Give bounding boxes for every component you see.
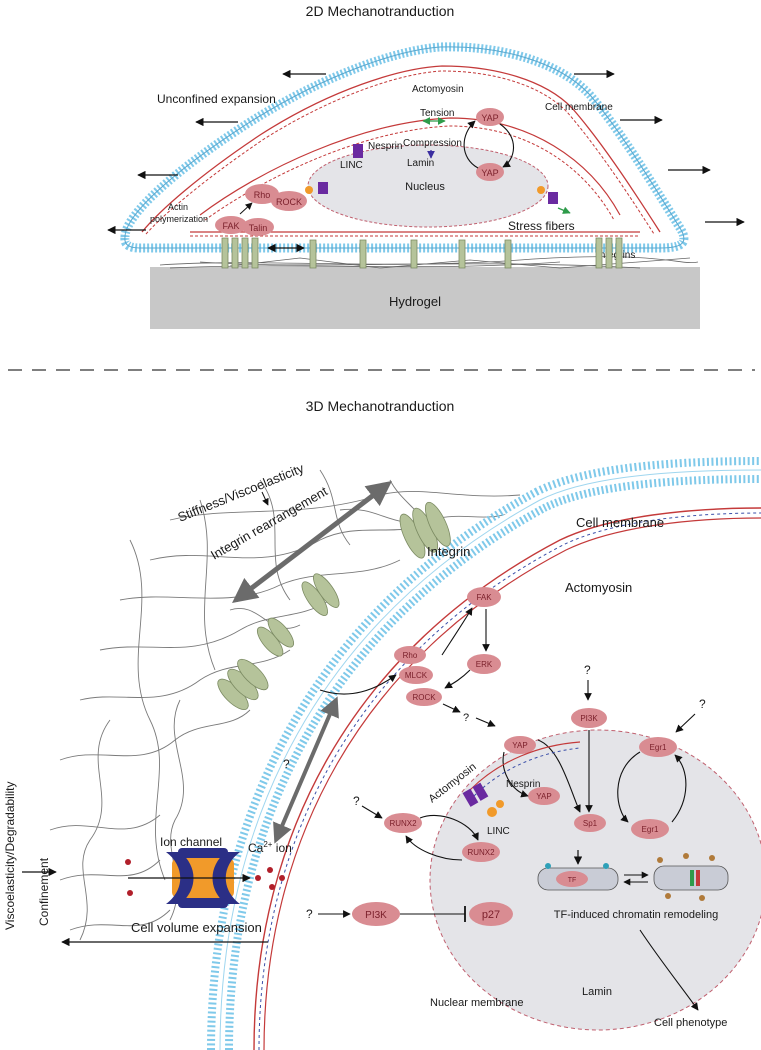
talin-2d (242, 218, 274, 236)
cell-membrane-label-3d: Cell membrane (576, 515, 664, 530)
actin-label: Actin (168, 202, 188, 212)
mlck-3d-label: MLCK (405, 671, 428, 680)
pi3k-bottom (352, 902, 400, 926)
sp1-label: Sp1 (583, 819, 598, 828)
calcium-ions (125, 859, 285, 896)
yap-bottom-2d-label: YAP (481, 168, 498, 178)
lamin-label-2d: Lamin (407, 158, 434, 169)
integrins-2d (221, 237, 623, 269)
ion-channel-label: Ion channel (160, 835, 222, 849)
yap-top-2d-label: YAP (481, 113, 498, 123)
question-mark-membrane: ? (283, 757, 290, 771)
rock-2d-label: ROCK (276, 197, 302, 207)
hydrogel (150, 267, 700, 329)
fak-2d-label: FAK (222, 221, 239, 231)
question-pi3k-bottom: ? (306, 907, 313, 921)
rho-2d (245, 184, 279, 204)
rock-3d-label: ROCK (412, 693, 436, 702)
integrin-rearrangement-arrow (232, 480, 392, 604)
nesprin-label-3d: Nesprin (506, 779, 540, 790)
signal-arrows-3d (319, 607, 496, 727)
yap-top-2d (476, 108, 504, 126)
yap-top-3d-label: YAP (512, 741, 527, 750)
signaling-proteins-3d: FAK ERK Rho MLCK ROCK (394, 587, 501, 706)
pi3k-top (571, 708, 607, 728)
compression-label: Compression (403, 138, 462, 149)
rho-3d-label: Rho (403, 651, 418, 660)
yap-top-3d (504, 736, 536, 754)
runx2-bottom-label: RUNX2 (467, 848, 495, 857)
runx2-top-label: RUNX2 (389, 819, 417, 828)
question-egr1: ? (699, 697, 706, 711)
viscoelasticity-degradability-label: Viscoelasticity/Degradability (3, 781, 17, 930)
runx2-top (384, 813, 422, 833)
linc-label-3d: LINC (487, 826, 510, 837)
title-3d: 3D Mechanotranduction (306, 398, 455, 414)
question-pi3k-top: ? (584, 663, 591, 677)
ca-ion-label: Ca2+ ion (248, 840, 292, 855)
p27-label: p27 (482, 909, 500, 921)
chromatin-closed: TF (537, 863, 619, 891)
egr1-bottom-label: Egr1 (642, 825, 659, 834)
yap-bottom-2d (476, 163, 504, 181)
question-runx2: ? (353, 794, 360, 808)
unconfined-expansion-label: Unconfined expansion (157, 92, 276, 106)
actomyosin-label-right: Actomyosin (565, 580, 632, 595)
yap-bottom-3d (528, 787, 560, 805)
egr1-bottom (631, 819, 669, 839)
integrins-3d (217, 501, 451, 710)
fak-3d-label: FAK (476, 593, 492, 602)
rho-2d-label: Rho (254, 190, 271, 200)
talin-2d-label: Talin (249, 223, 268, 233)
linc-complex-right (537, 186, 558, 204)
yap-bottom-3d-label: YAP (536, 792, 551, 801)
cell-membrane-label-2d: Cell membrane (545, 102, 613, 113)
confinement-label: Confinement (37, 857, 51, 926)
pi3k-top-label: PI3K (580, 714, 598, 723)
actomyosin-3d (253, 507, 761, 1050)
egr1-top-label: Egr1 (650, 743, 667, 752)
linc-label-2d: LINC (340, 160, 363, 171)
cell-phenotype-label: Cell phenotype (654, 1017, 727, 1029)
linc-complex-left (305, 144, 363, 194)
integrin-label-3d: Integrin (427, 544, 470, 559)
chromatin-open (653, 853, 729, 901)
nucleus-label: Nucleus (405, 181, 445, 193)
actomyosin-label-2d: Actomyosin (412, 84, 464, 95)
stress-fibers-label: Stress fibers (508, 219, 575, 233)
hydrogel-label: Hydrogel (389, 294, 441, 309)
polymerization-label: polymerization (150, 214, 208, 224)
lamin-label-3d: Lamin (582, 986, 612, 998)
question-after-rock: ? (463, 712, 469, 724)
tf-label: TF (568, 877, 577, 884)
tension-label: Tension (420, 108, 454, 119)
fak-2d (215, 216, 247, 234)
tf-chromatin-label: TF-induced chromatin remodeling (554, 909, 718, 921)
cell-volume-expansion-label: Cell volume expansion (131, 920, 262, 935)
nuclear-membrane-label: Nuclear membrane (430, 997, 524, 1009)
erk-3d-label: ERK (476, 660, 493, 669)
linc-complex-3d (462, 782, 504, 817)
pi3k-bottom-label: PI3K (365, 910, 387, 921)
title-2d: 2D Mechanotranduction (306, 3, 455, 19)
runx2-bottom (462, 842, 500, 862)
rock-2d (271, 191, 307, 211)
egr1-top (639, 737, 677, 757)
sp1 (574, 814, 606, 832)
membrane-feedback-arrow (273, 696, 339, 844)
p27 (469, 902, 513, 926)
expansion-arrows-2d (107, 69, 745, 235)
nesprin-label-2d: Nesprin (368, 141, 402, 152)
actomyosin-2d (141, 65, 661, 233)
